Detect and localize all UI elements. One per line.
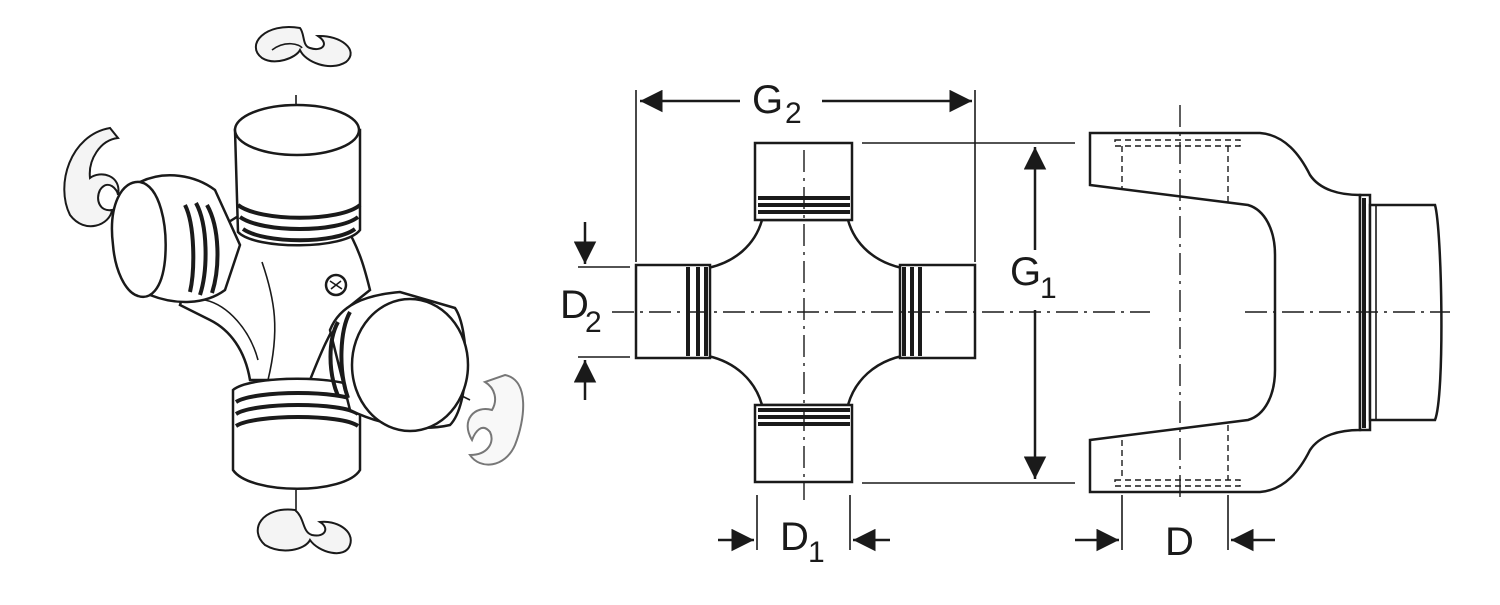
label-d: D	[1165, 520, 1194, 564]
label-d2: D 2	[560, 283, 602, 339]
bearing-cup-left	[110, 174, 242, 304]
bearing-cup-right	[328, 290, 470, 433]
svg-text:G: G	[1010, 250, 1041, 294]
label-d1: D 1	[780, 515, 825, 569]
svg-text:D: D	[1165, 520, 1194, 564]
svg-text:G: G	[752, 78, 783, 122]
svg-text:2: 2	[585, 306, 602, 339]
label-g1: G 1	[1010, 250, 1057, 305]
svg-text:2: 2	[785, 97, 802, 130]
svg-text:D: D	[560, 283, 589, 327]
svg-text:D: D	[780, 515, 809, 559]
retaining-clip-right	[466, 373, 525, 466]
retaining-clip-bottom	[256, 508, 352, 555]
bearing-cup-top	[233, 103, 362, 247]
yoke-side-view	[1075, 105, 1450, 552]
isometric-universal-joint	[63, 26, 525, 555]
yoke-body	[1088, 131, 1362, 494]
bearing-cup-bottom	[231, 377, 362, 490]
retaining-clip-left	[63, 126, 120, 228]
svg-text:1: 1	[808, 536, 825, 569]
cross-front-view	[573, 89, 1150, 552]
svg-text:1: 1	[1040, 272, 1057, 305]
label-g2: G 2	[752, 78, 802, 130]
retaining-clip-top	[255, 26, 352, 68]
